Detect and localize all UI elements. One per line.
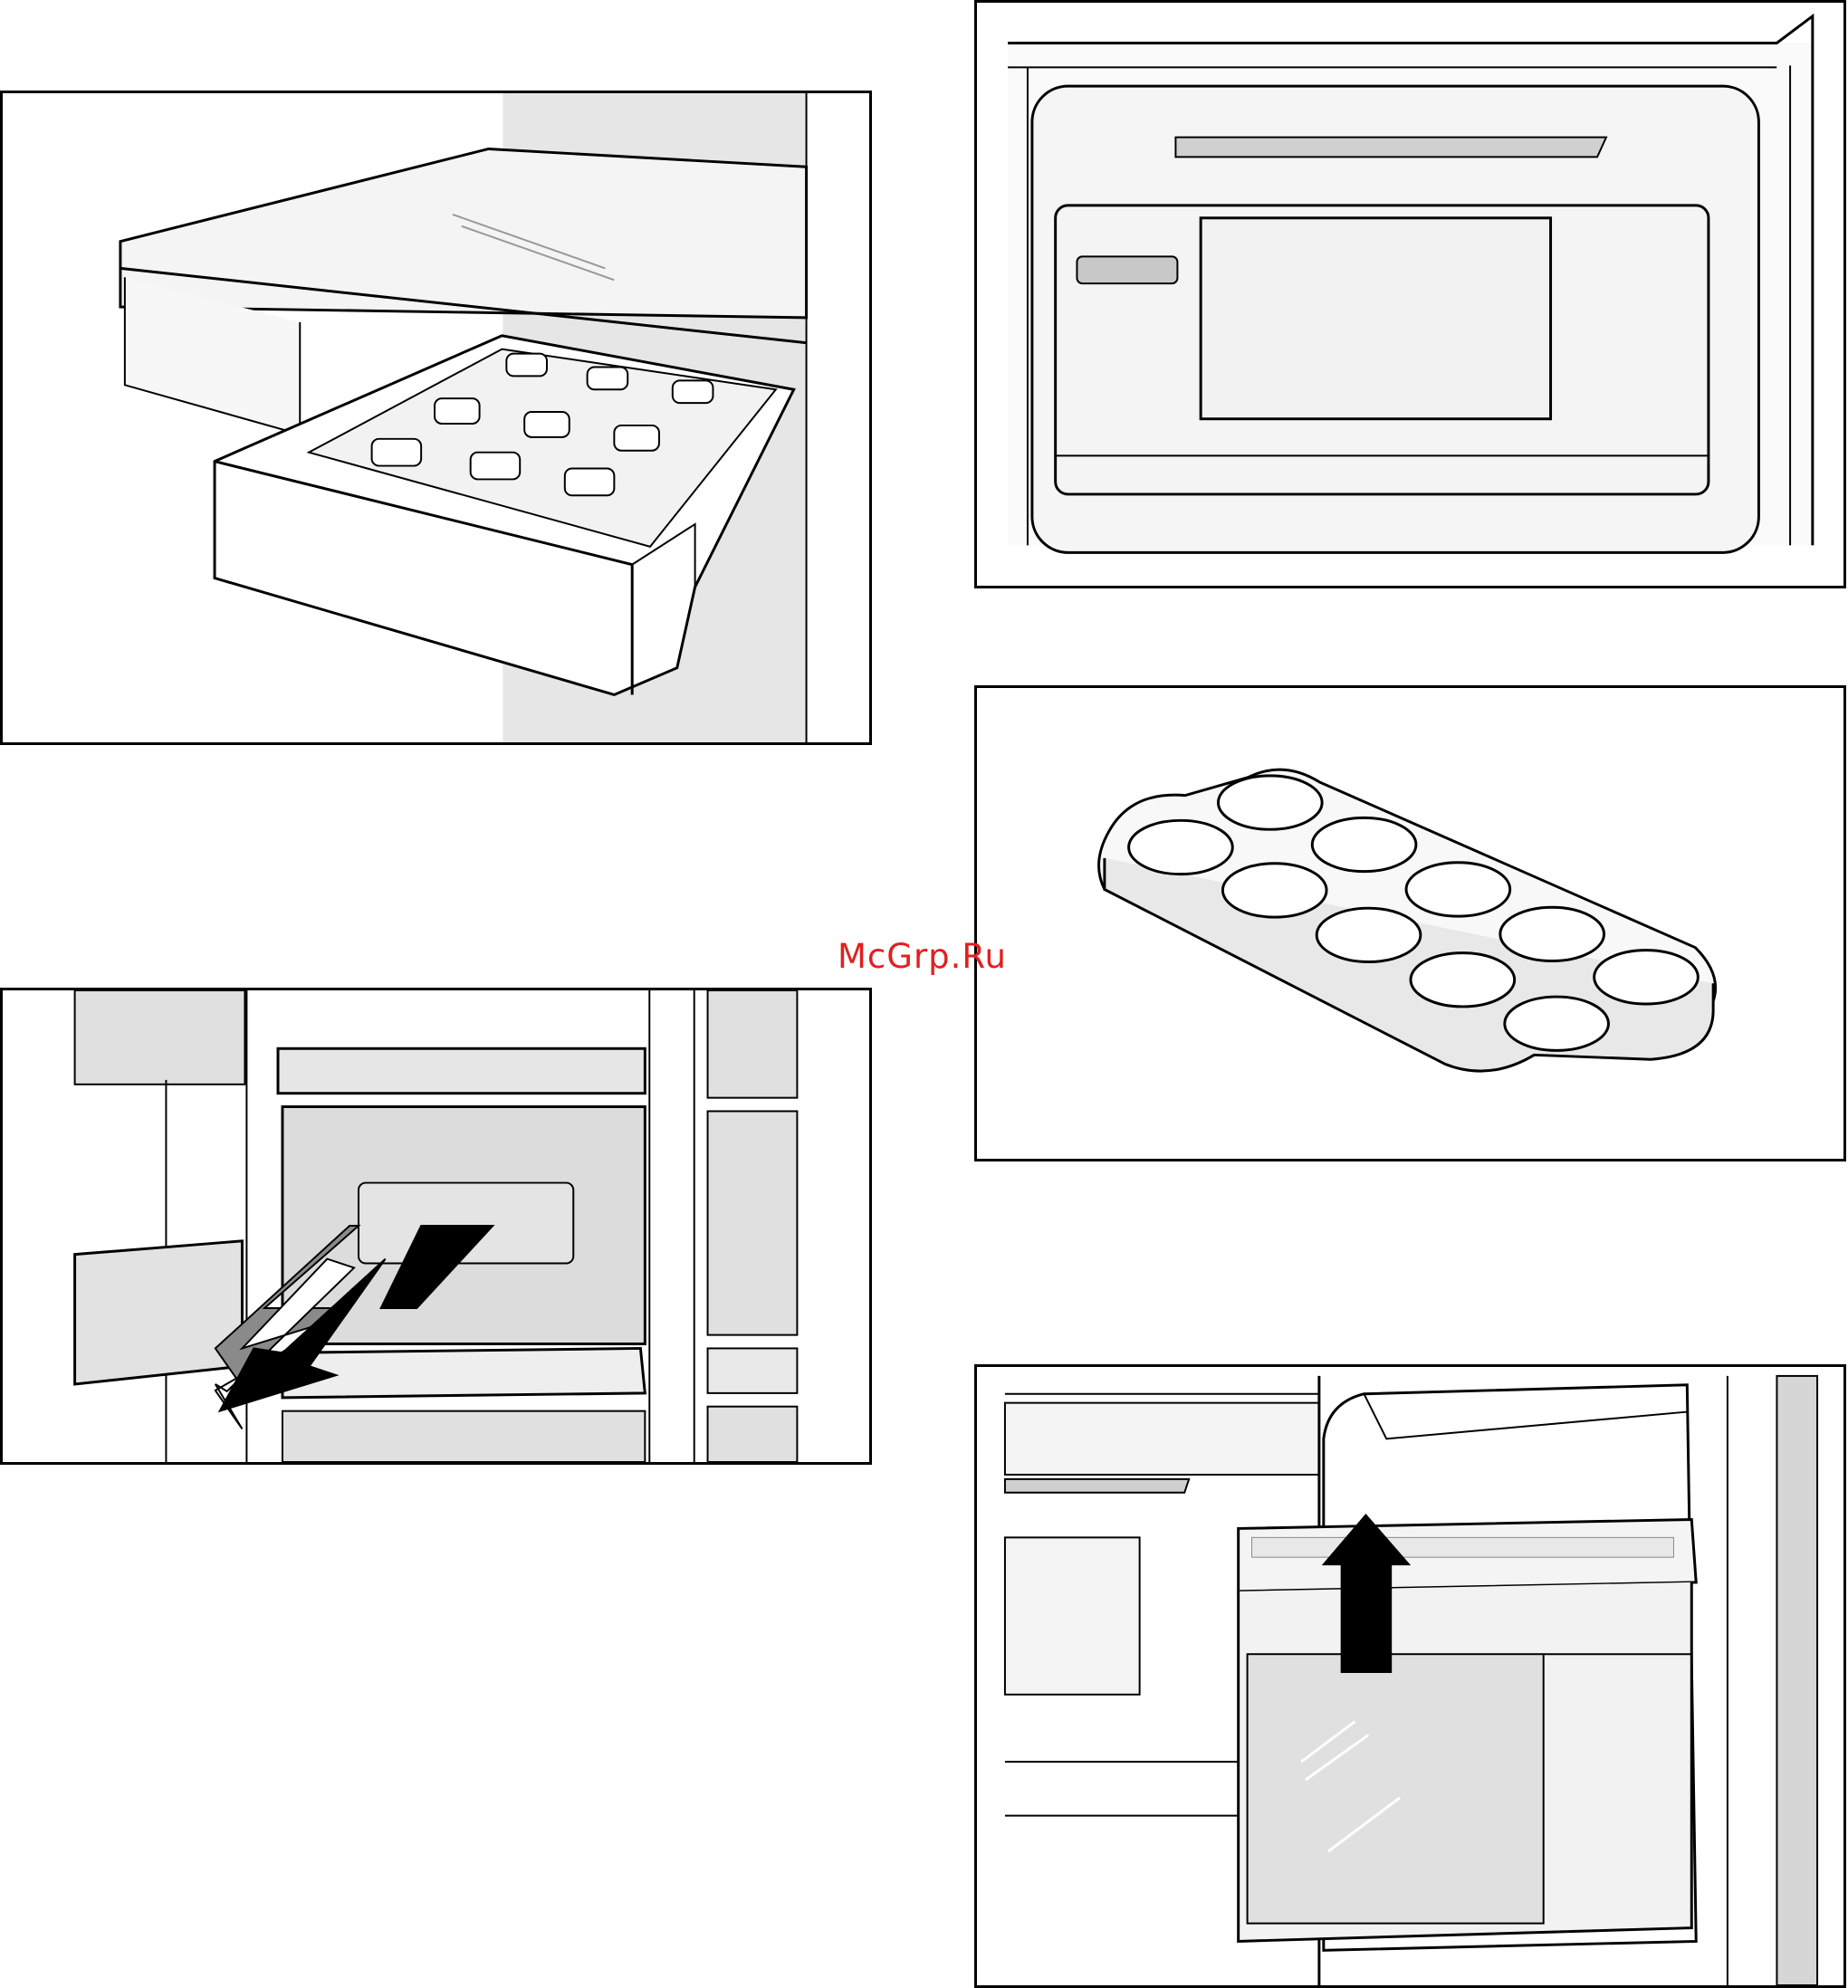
door-flap-illustration bbox=[977, 3, 1843, 586]
watermark-text: McGrp.Ru bbox=[838, 937, 1007, 976]
figure-ice-cube-tray bbox=[0, 91, 872, 745]
figure-freezer-drawer-removal bbox=[0, 988, 872, 1465]
figure-freezer-door-compartment bbox=[974, 0, 1846, 588]
drawer-pull-out-arrow-illustration bbox=[3, 990, 869, 1462]
figure-egg-tray bbox=[974, 685, 1846, 1161]
egg-tray-illustration bbox=[977, 688, 1843, 1159]
figure-door-shelf-removal bbox=[974, 1364, 1846, 1988]
shelf-lift-up-arrow-illustration bbox=[977, 1367, 1843, 1985]
ice-tray-drawer-illustration bbox=[3, 93, 869, 742]
